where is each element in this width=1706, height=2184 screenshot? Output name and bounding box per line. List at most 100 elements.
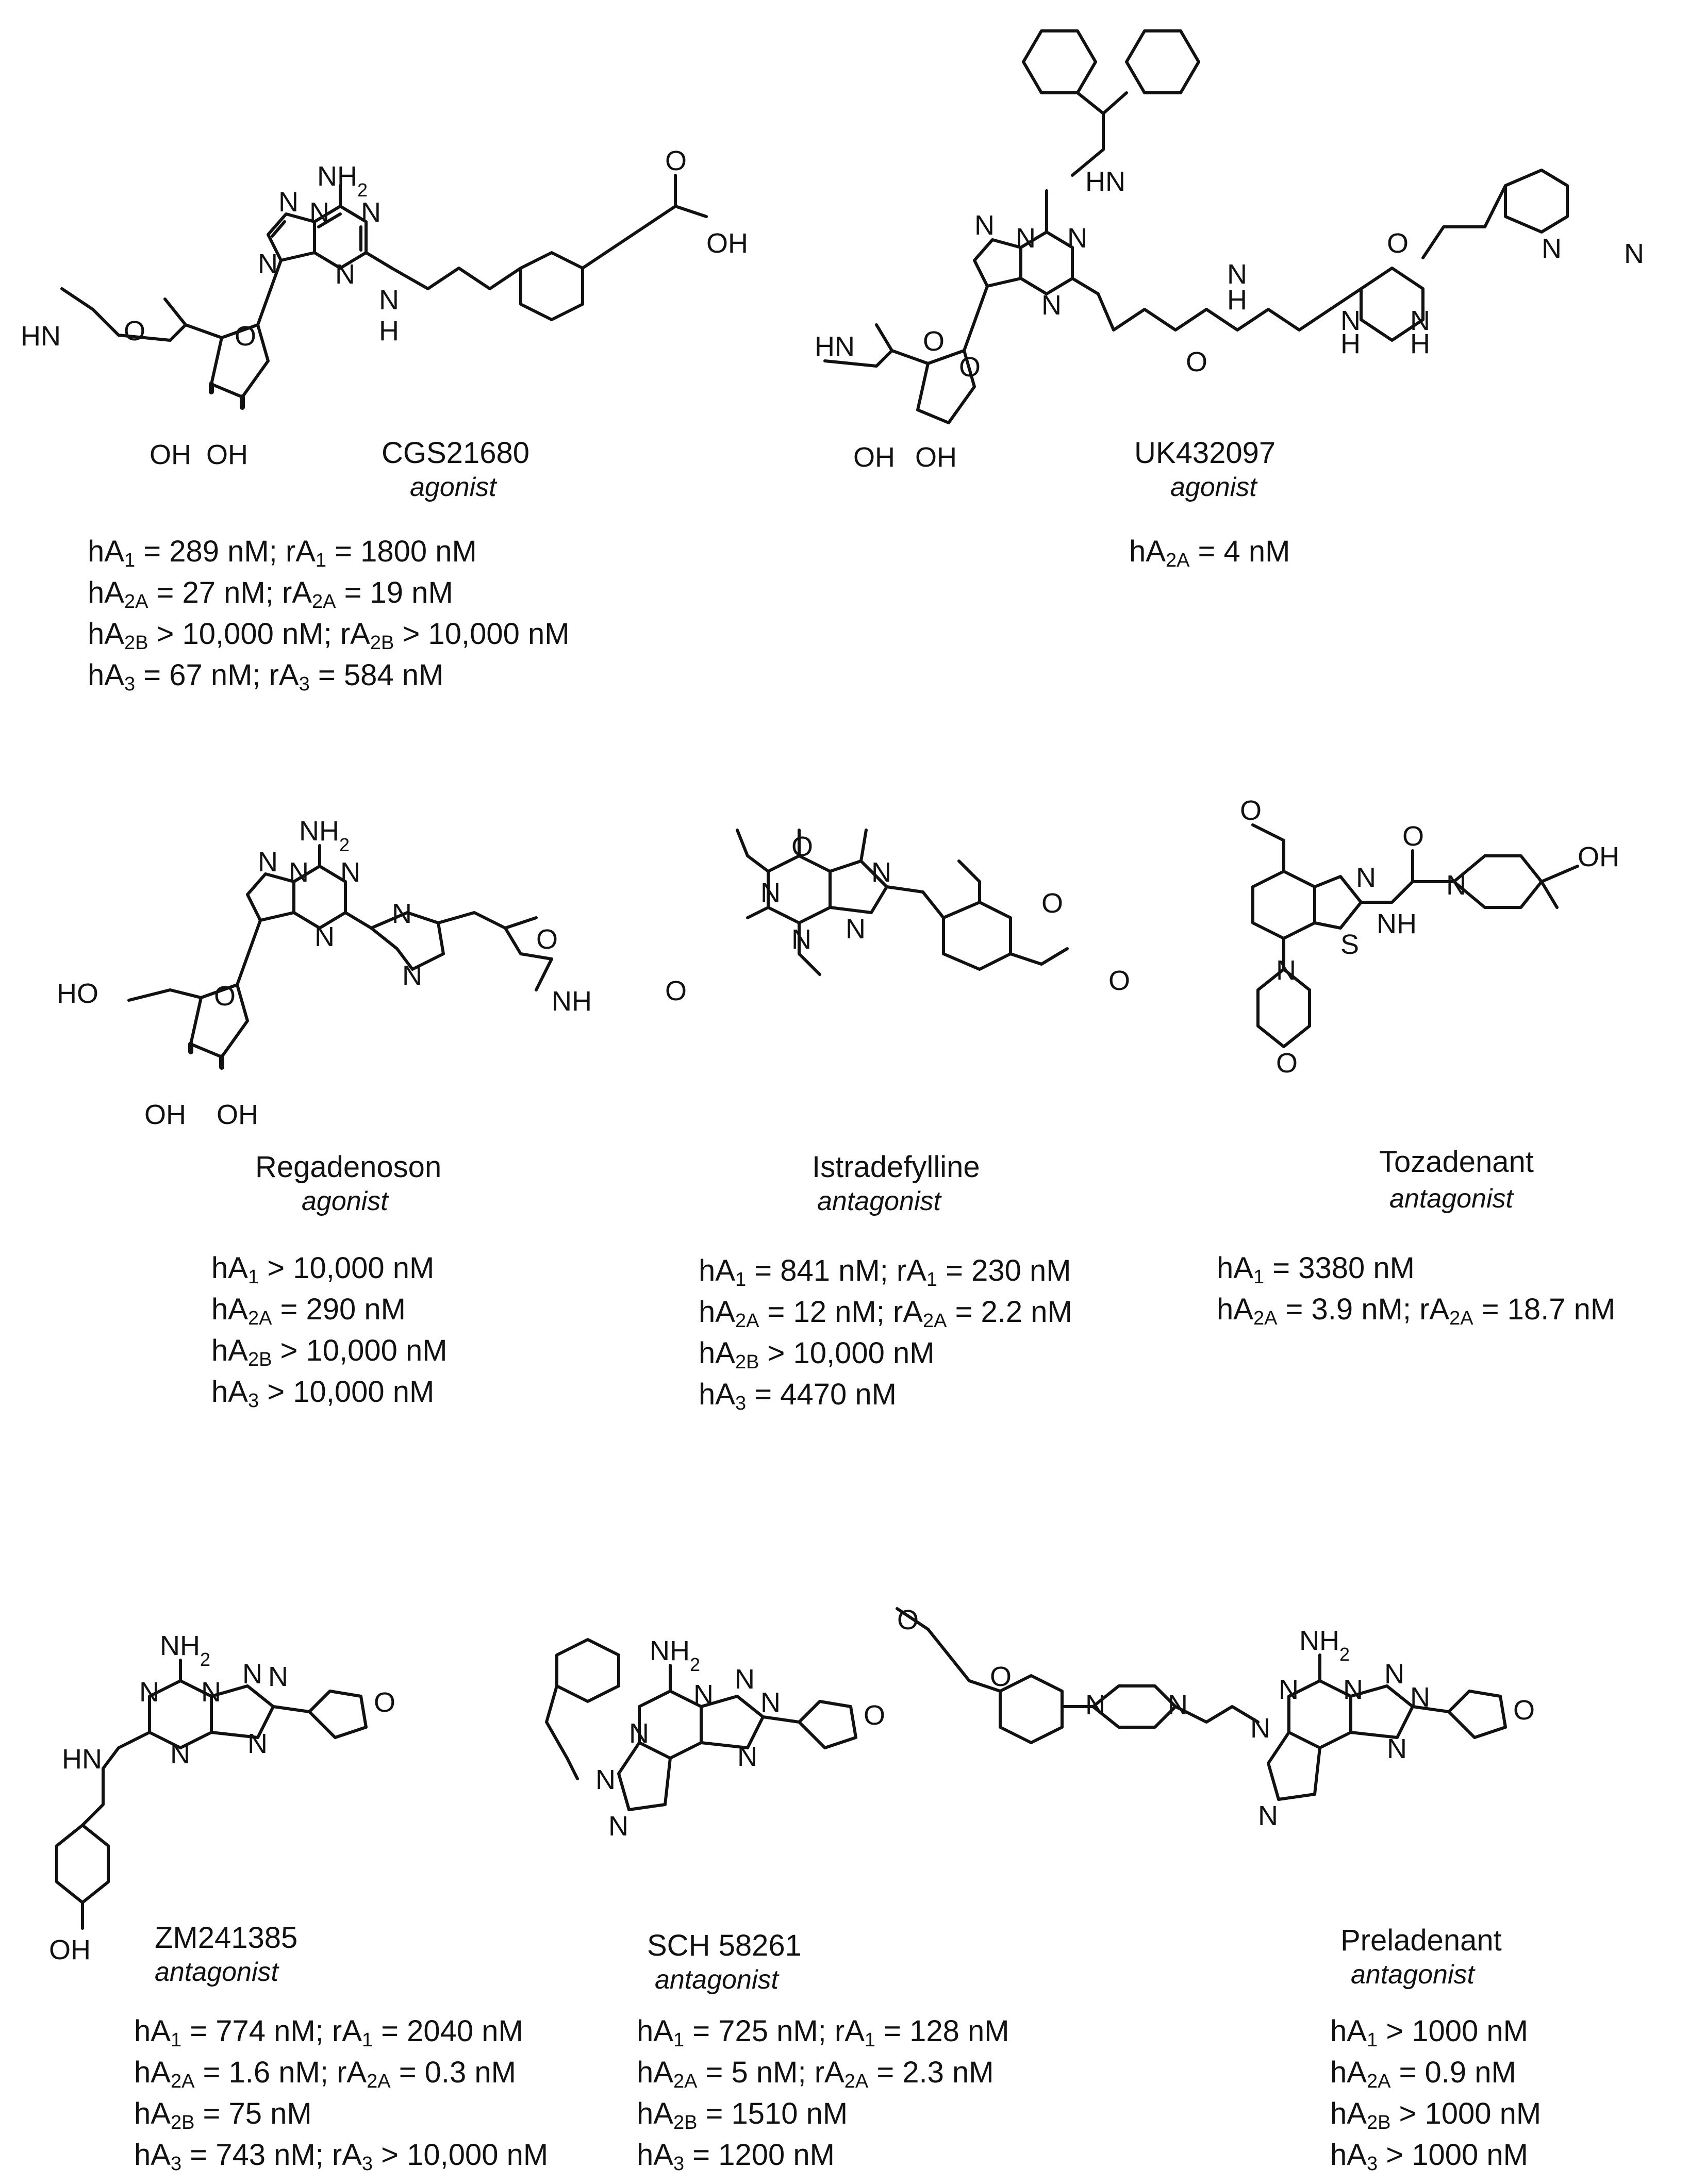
receptor-subtype: 1	[247, 1266, 259, 1288]
atom-label: N	[974, 210, 995, 241]
affinity-text: hA	[1330, 2097, 1367, 2130]
atom-label: N	[392, 898, 412, 929]
affinity-text: = 1200 nM	[684, 2138, 835, 2172]
atom-label: H	[1227, 285, 1247, 316]
affinity-text: = 1510 nM	[697, 2097, 848, 2130]
affinity-line: hA2A = 0.9 nM	[1330, 2052, 1541, 2093]
atom-labels-sch58261: NH2 N N N N N N N O	[595, 1635, 885, 1842]
receptor-subtype: 2A	[922, 1310, 947, 1332]
receptor-subtype: 2A	[170, 2071, 195, 2092]
receptor-subtype: 3	[735, 1393, 747, 1414]
affinity-text: = 725 nM; rA	[684, 2014, 865, 2048]
structure-cgs21680	[60, 174, 708, 410]
receptor-subtype: 3	[673, 2153, 685, 2175]
atom-label: N	[379, 285, 399, 316]
atom-label: O	[923, 326, 945, 357]
atom-label: OH	[915, 442, 957, 473]
receptor-subtype: 1	[864, 2029, 876, 2051]
affinity-line: hA1 = 725 nM; rA1 = 128 nM	[637, 2011, 1009, 2052]
compound-name: Preladenant	[1340, 1924, 1502, 1957]
affinity-text: = 584 nM	[309, 658, 444, 692]
receptor-subtype: 2B	[735, 1351, 759, 1373]
affinity-text: hA	[134, 2014, 171, 2048]
receptor-subtype: 2A	[1253, 1308, 1278, 1329]
atom-label: N	[608, 1811, 628, 1842]
affinity-text: hA	[88, 576, 124, 609]
affinity-text: = 67 nM; rA	[135, 658, 299, 692]
atom-labels-cgs21680: NH2 N N N N N HN O O OH OH N H O OH	[21, 145, 748, 470]
atom-label: N	[1168, 1690, 1188, 1720]
affinity-text: hA	[88, 535, 124, 568]
affinity-text: = 1.6 nM; rA	[194, 2056, 367, 2089]
atom-label: N	[791, 924, 811, 955]
atom-label: O	[665, 975, 687, 1006]
atom-label: N	[201, 1677, 221, 1708]
affinity-line: hA2A = 27 nM; rA2A = 19 nM	[88, 572, 570, 614]
affinity-line: hA3 > 10,000 nM	[211, 1371, 448, 1413]
structure-preladenant	[896, 1607, 1507, 1801]
atom-labels-preladenant: O O N N NH2 N N N N N N N O	[897, 1604, 1535, 1831]
affinity-line: hA1 = 774 nM; rA1 = 2040 nM	[134, 2011, 548, 2052]
atom-label: HN	[62, 1744, 102, 1775]
affinity-text: > 10,000 nM	[272, 1334, 448, 1367]
affinity-line: hA2B > 10,000 nM	[699, 1333, 1072, 1374]
affinity-text: = 0.3 nM	[390, 2056, 516, 2089]
atom-label: O	[124, 316, 145, 346]
atom-label: N	[760, 878, 781, 908]
atom-label: N	[1542, 233, 1562, 264]
compound-preladenant: O O N N NH2 N N N N N N N O Preladenant …	[876, 1598, 1706, 2184]
atom-label: N	[139, 1677, 159, 1708]
affinity-text: = 841 nM; rA	[746, 1254, 926, 1287]
atom-label: NH2	[160, 1630, 210, 1670]
atom-label: N	[1343, 1674, 1363, 1705]
affinity-line: hA3 = 67 nM; rA3 = 584 nM	[88, 655, 570, 696]
affinity-text: = 5 nM; rA	[697, 2056, 844, 2089]
atom-label: N	[693, 1679, 714, 1710]
receptor-subtype: 2A	[1165, 550, 1190, 571]
affinity-text: = 128 nM	[875, 2014, 1009, 2048]
atom-label: N	[1276, 955, 1296, 986]
atom-label: NH2	[317, 161, 368, 201]
atom-label: N	[1250, 1713, 1270, 1744]
affinity-text: hA	[134, 2138, 171, 2172]
atom-label: N	[258, 847, 278, 878]
compound-name: Tozadenant	[1379, 1145, 1534, 1179]
atom-label: N	[170, 1739, 190, 1769]
atom-label: OH	[1578, 841, 1619, 872]
affinity-line: hA2B > 10,000 nM	[211, 1330, 448, 1371]
receptor-subtype: 2B	[170, 2112, 195, 2133]
affinity-line: hA3 = 4470 nM	[699, 1374, 1072, 1415]
atom-label: N	[402, 960, 422, 991]
affinity-text: = 230 nM	[937, 1254, 1071, 1287]
affinity-text: = 3380 nM	[1264, 1251, 1415, 1285]
structure-istradefylline	[736, 829, 1069, 976]
affinity-text: = 2.2 nM	[947, 1295, 1072, 1329]
affinity-text: > 1000 nM	[1378, 2014, 1528, 2048]
atom-label: N	[595, 1764, 616, 1795]
compound-zm241385: NH2 N N N N N N HN O OH ZM241385 antagon…	[0, 1598, 608, 2184]
atom-label: N	[289, 857, 309, 888]
compound-name: ZM241385	[155, 1921, 298, 1955]
affinity-text: hA	[637, 2014, 673, 2048]
affinity-text: > 1000 nM	[1378, 2138, 1528, 2172]
atom-label: H	[379, 316, 399, 346]
affinity-line: hA2A = 5 nM; rA2A = 2.3 nM	[637, 2052, 1009, 2093]
receptor-subtype: 2A	[1449, 1308, 1473, 1329]
atom-labels-zm241385: NH2 N N N N N N HN O OH	[49, 1630, 395, 1965]
receptor-subtype: 2B	[673, 2112, 698, 2133]
atom-label: O	[536, 924, 558, 955]
atom-label: N	[1340, 305, 1361, 336]
affinity-text: = 1800 nM	[326, 535, 477, 568]
atom-label: NH2	[650, 1635, 700, 1675]
receptor-subtype: 1	[361, 2029, 373, 2051]
atom-label: O	[235, 321, 256, 352]
affinity-line: hA1 = 3380 nM	[1217, 1248, 1615, 1289]
atom-label: N	[1410, 305, 1430, 336]
affinity-text: = 4470 nM	[746, 1378, 897, 1411]
receptor-subtype: 1	[124, 550, 136, 571]
affinity-text: hA	[699, 1378, 735, 1411]
atom-label: N	[247, 1728, 268, 1759]
atom-label: O	[1108, 965, 1130, 996]
affinity-text: hA	[1330, 2014, 1367, 2048]
